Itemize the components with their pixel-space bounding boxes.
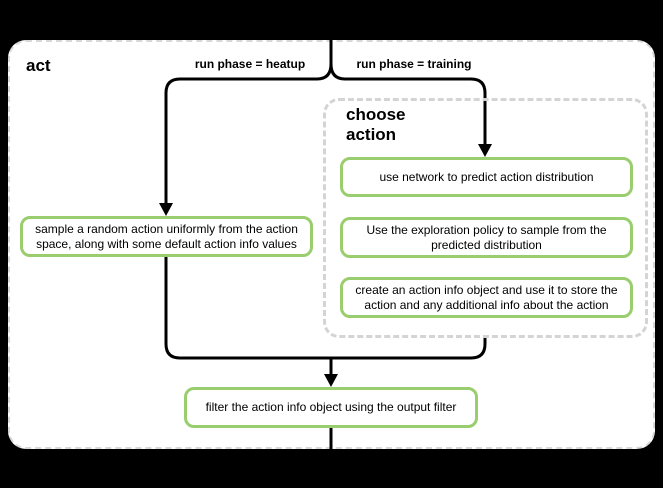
choose-action-group: choose action use network to predict act… (323, 98, 648, 338)
node-exploration-policy: Use the exploration policy to sample fro… (340, 217, 633, 258)
node-predict-distribution: use network to predict action distributi… (340, 157, 633, 197)
branch-label-training: run phase = training (356, 57, 472, 71)
node-sample-random-action: sample a random action uniformly from th… (20, 216, 313, 257)
node-filter-output: filter the action info object using the … (184, 387, 478, 428)
branch-label-heatup: run phase = heatup (194, 57, 306, 71)
node-create-action-info: create an action info object and use it … (340, 277, 633, 318)
page-title: act (26, 56, 51, 75)
group-title: choose action (346, 105, 406, 144)
